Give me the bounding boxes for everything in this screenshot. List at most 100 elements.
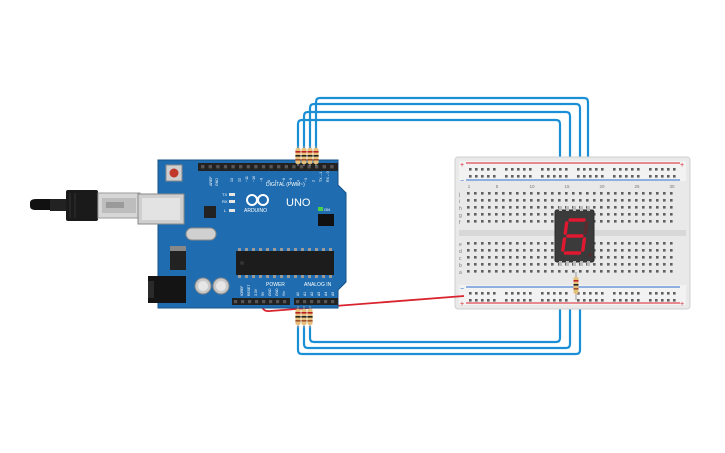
breadboard-hole[interactable] <box>488 206 491 209</box>
breadboard-hole[interactable] <box>565 270 568 273</box>
breadboard-hole[interactable] <box>530 192 533 195</box>
breadboard-hole[interactable] <box>593 199 596 202</box>
breadboard-hole[interactable] <box>495 213 498 216</box>
breadboard-hole[interactable] <box>517 168 520 171</box>
breadboard-hole[interactable] <box>467 199 470 202</box>
breadboard-hole[interactable] <box>487 292 490 295</box>
breadboard-hole[interactable] <box>467 213 470 216</box>
breadboard-hole[interactable] <box>577 292 580 295</box>
breadboard-hole[interactable] <box>541 299 544 302</box>
breadboard-hole[interactable] <box>577 299 580 302</box>
breadboard-hole[interactable] <box>495 242 498 245</box>
breadboard-hole[interactable] <box>621 213 624 216</box>
header-pin[interactable] <box>269 300 273 304</box>
breadboard-hole[interactable] <box>663 256 666 259</box>
breadboard-hole[interactable] <box>649 292 652 295</box>
resistor[interactable] <box>295 306 301 328</box>
breadboard-hole[interactable] <box>475 168 478 171</box>
breadboard-hole[interactable] <box>516 220 519 223</box>
breadboard-hole[interactable] <box>559 175 562 178</box>
breadboard-hole[interactable] <box>467 270 470 273</box>
breadboard-hole[interactable] <box>583 299 586 302</box>
header-pin[interactable] <box>269 165 273 169</box>
header-pin[interactable] <box>303 300 307 304</box>
breadboard-hole[interactable] <box>474 263 477 266</box>
breadboard-hole[interactable] <box>642 220 645 223</box>
breadboard-hole[interactable] <box>551 220 554 223</box>
breadboard-hole[interactable] <box>481 192 484 195</box>
breadboard-hole[interactable] <box>475 292 478 295</box>
breadboard-hole[interactable] <box>523 292 526 295</box>
breadboard-hole[interactable] <box>502 270 505 273</box>
breadboard-hole[interactable] <box>613 292 616 295</box>
breadboard-hole[interactable] <box>474 206 477 209</box>
header-pin[interactable] <box>239 165 243 169</box>
breadboard-hole[interactable] <box>670 206 673 209</box>
breadboard-hole[interactable] <box>656 206 659 209</box>
breadboard-hole[interactable] <box>600 192 603 195</box>
breadboard-hole[interactable] <box>655 175 658 178</box>
breadboard-hole[interactable] <box>481 220 484 223</box>
breadboard-hole[interactable] <box>509 199 512 202</box>
breadboard-hole[interactable] <box>661 299 664 302</box>
breadboard-hole[interactable] <box>502 213 505 216</box>
breadboard-hole[interactable] <box>516 270 519 273</box>
header-pin[interactable] <box>331 300 335 304</box>
breadboard-hole[interactable] <box>553 168 556 171</box>
breadboard-hole[interactable] <box>481 168 484 171</box>
breadboard-hole[interactable] <box>474 242 477 245</box>
breadboard-hole[interactable] <box>529 299 532 302</box>
breadboard-hole[interactable] <box>551 242 554 245</box>
breadboard-hole[interactable] <box>511 292 514 295</box>
breadboard-hole[interactable] <box>467 249 470 252</box>
breadboard-hole[interactable] <box>656 213 659 216</box>
breadboard-hole[interactable] <box>600 199 603 202</box>
breadboard-hole[interactable] <box>642 192 645 195</box>
breadboard-hole[interactable] <box>481 299 484 302</box>
breadboard-hole[interactable] <box>502 206 505 209</box>
wire-top-3[interactable] <box>308 102 582 200</box>
breadboard-hole[interactable] <box>631 175 634 178</box>
breadboard-hole[interactable] <box>481 213 484 216</box>
breadboard-hole[interactable] <box>565 199 568 202</box>
breadboard-hole[interactable] <box>502 249 505 252</box>
breadboard-hole[interactable] <box>621 256 624 259</box>
breadboard-hole[interactable] <box>558 199 561 202</box>
breadboard-hole[interactable] <box>467 206 470 209</box>
breadboard-hole[interactable] <box>628 213 631 216</box>
breadboard-hole[interactable] <box>551 256 554 259</box>
breadboard-hole[interactable] <box>593 192 596 195</box>
dc-power-jack[interactable] <box>148 276 186 303</box>
breadboard-hole[interactable] <box>509 192 512 195</box>
breadboard-hole[interactable] <box>537 192 540 195</box>
breadboard-hole[interactable] <box>656 270 659 273</box>
breadboard-hole[interactable] <box>600 263 603 266</box>
power-header[interactable] <box>232 298 290 305</box>
breadboard-hole[interactable] <box>589 299 592 302</box>
breadboard-hole[interactable] <box>663 263 666 266</box>
breadboard-hole[interactable] <box>517 299 520 302</box>
breadboard-hole[interactable] <box>621 263 624 266</box>
breadboard-hole[interactable] <box>649 299 652 302</box>
header-pin[interactable] <box>261 165 266 169</box>
header-pin[interactable] <box>223 165 228 169</box>
breadboard-hole[interactable] <box>516 192 519 195</box>
breadboard-hole[interactable] <box>614 213 617 216</box>
header-pin[interactable] <box>241 300 245 304</box>
wire-top-2[interactable] <box>302 110 572 200</box>
header-pin[interactable] <box>255 300 259 304</box>
breadboard-hole[interactable] <box>493 292 496 295</box>
breadboard-hole[interactable] <box>661 175 664 178</box>
breadboard-hole[interactable] <box>509 249 512 252</box>
breadboard-hole[interactable] <box>505 292 508 295</box>
breadboard-hole[interactable] <box>577 168 580 171</box>
breadboard-hole[interactable] <box>572 192 575 195</box>
breadboard-hole[interactable] <box>577 175 580 178</box>
breadboard-hole[interactable] <box>637 168 640 171</box>
breadboard-hole[interactable] <box>509 206 512 209</box>
breadboard-hole[interactable] <box>613 299 616 302</box>
breadboard-hole[interactable] <box>614 192 617 195</box>
breadboard-hole[interactable] <box>625 175 628 178</box>
breadboard-hole[interactable] <box>655 168 658 171</box>
breadboard-hole[interactable] <box>509 263 512 266</box>
